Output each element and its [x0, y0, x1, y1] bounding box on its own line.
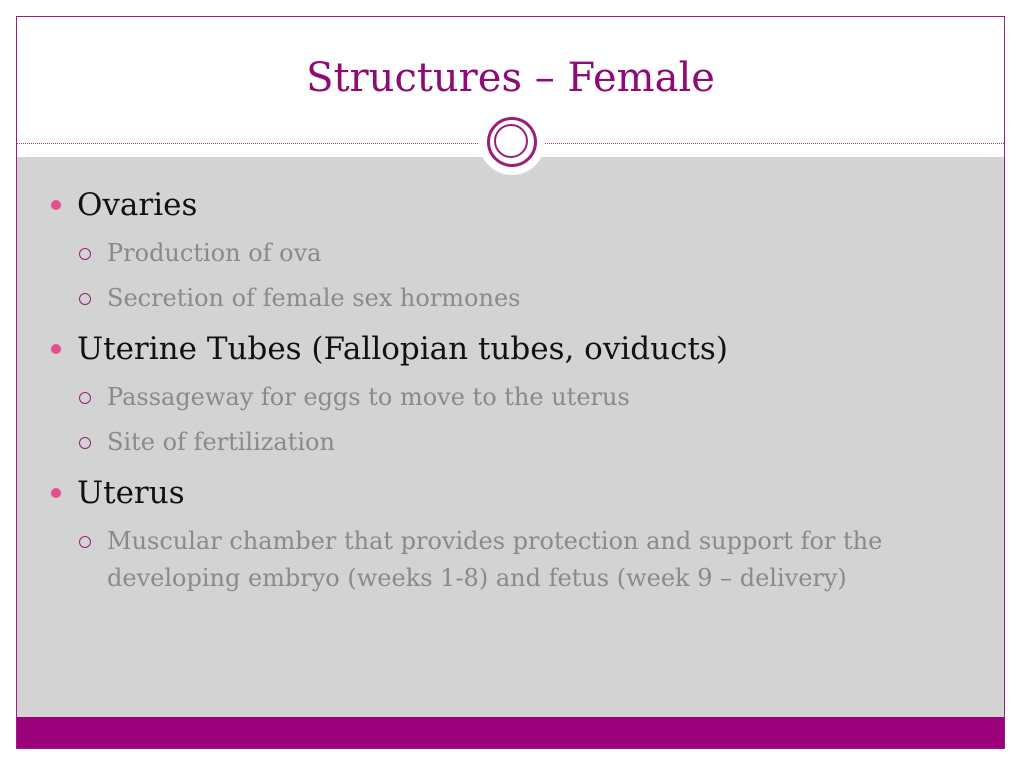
content-area: [17, 157, 1004, 717]
bullet-dot-icon: [51, 488, 61, 498]
bottom-accent-bar: [17, 717, 1004, 748]
sub-bullet-text: Muscular chamber that provides protectio…: [107, 527, 883, 592]
bullet-dot-icon: [51, 344, 61, 354]
bullet-heading: Ovaries: [77, 187, 198, 223]
sub-bullet: Site of fertilization: [17, 424, 1004, 461]
ring-bullet-icon: [79, 392, 91, 404]
sub-bullet: Production of ova: [17, 235, 1004, 272]
bullet-uterus: Uterus: [17, 471, 1004, 515]
ring-bullet-icon: [79, 437, 91, 449]
circle-ornament-inner: [494, 124, 528, 158]
bullet-heading: Uterine Tubes (Fallopian tubes, oviducts…: [77, 331, 728, 367]
sub-bullet-text: Secretion of female sex hormones: [107, 284, 521, 312]
sub-bullet: Secretion of female sex hormones: [17, 280, 1004, 317]
ring-bullet-icon: [79, 293, 91, 305]
slide-title: Structures – Female: [306, 55, 715, 101]
sub-bullet: Muscular chamber that provides protectio…: [17, 523, 1004, 597]
ring-bullet-icon: [79, 248, 91, 260]
sub-bullet-text: Passageway for eggs to move to the uteru…: [107, 383, 630, 411]
bullet-list: Ovaries Production of ova Secretion of f…: [17, 177, 1004, 597]
sub-bullet: Passageway for eggs to move to the uteru…: [17, 379, 1004, 416]
bullet-heading: Uterus: [77, 475, 185, 511]
sub-bullet-text: Production of ova: [107, 239, 322, 267]
bullet-uterine-tubes: Uterine Tubes (Fallopian tubes, oviducts…: [17, 327, 1004, 371]
circle-ornament-ring: [487, 117, 537, 167]
bullet-dot-icon: [51, 200, 61, 210]
slide-frame: Structures – Female Ovaries Production o…: [16, 16, 1005, 749]
bullet-ovaries: Ovaries: [17, 183, 1004, 227]
circle-ornament-icon: [479, 109, 545, 175]
sub-bullet-text: Site of fertilization: [107, 428, 335, 456]
ring-bullet-icon: [79, 536, 91, 548]
